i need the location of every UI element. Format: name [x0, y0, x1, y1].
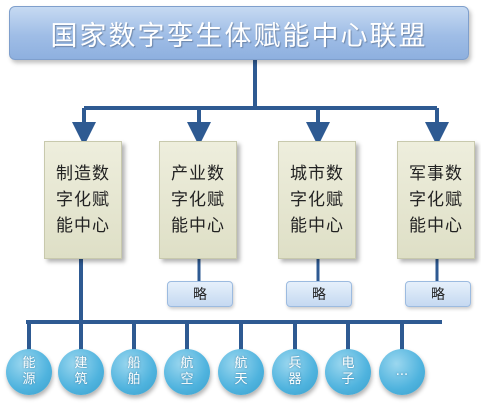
- industry-label: 船舶: [127, 356, 141, 387]
- center-industry-label: 产业数字化赋能中心: [171, 164, 225, 236]
- industry-label: 电子: [341, 356, 355, 387]
- industry-label: ...: [395, 364, 409, 379]
- omit-box-military: 略: [405, 281, 471, 307]
- center-city-label: 城市数字化赋能中心: [290, 164, 344, 236]
- center-manufacturing-label: 制造数字化赋能中心: [56, 164, 110, 236]
- industry-label: 建筑: [74, 356, 88, 387]
- industry-label: 能源: [22, 356, 36, 387]
- center-military-label: 军事数字化赋能中心: [409, 164, 463, 236]
- industry-circle-aerospace: 航天: [218, 349, 264, 395]
- center-city: 城市数字化赋能中心: [278, 141, 356, 259]
- industry-circle-shipbuilding: 船舶: [111, 349, 157, 395]
- industry-circle-more: ...: [379, 349, 425, 395]
- industry-label: 航空: [180, 356, 194, 387]
- omit-box-city: 略: [286, 281, 352, 307]
- industry-circle-aviation: 航空: [164, 349, 210, 395]
- industry-circle-construction: 建筑: [58, 349, 104, 395]
- industry-label: 兵器: [288, 356, 302, 387]
- center-industry: 产业数字化赋能中心: [159, 141, 237, 259]
- industry-label: 航天: [234, 356, 248, 387]
- industry-circle-ordnance: 兵器: [272, 349, 318, 395]
- center-manufacturing: 制造数字化赋能中心: [44, 141, 122, 259]
- alliance-title: 国家数字孪生体赋能中心联盟: [9, 6, 469, 60]
- center-military: 军事数字化赋能中心: [397, 141, 475, 259]
- omit-box-industry: 略: [167, 281, 233, 307]
- industry-circle-energy: 能源: [6, 349, 52, 395]
- industry-circle-electronics: 电子: [325, 349, 371, 395]
